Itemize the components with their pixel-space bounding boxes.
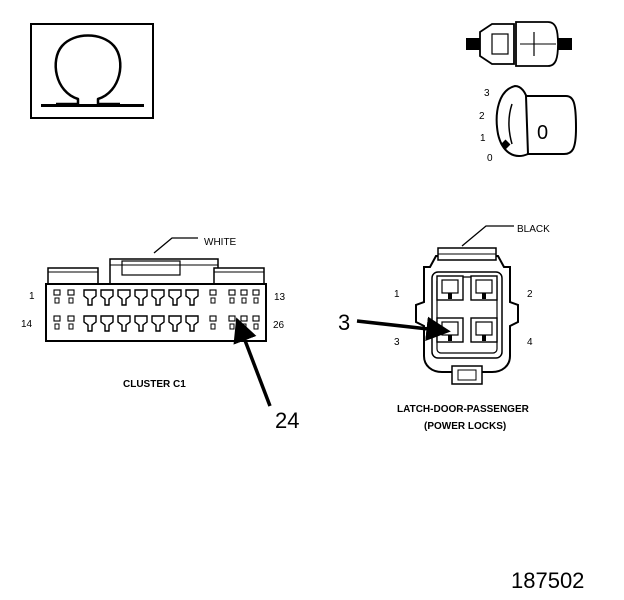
cluster-name: CLUSTER C1 (123, 379, 186, 390)
ignition-pos-3: 3 (484, 88, 490, 99)
figure-number: 187502 (511, 568, 584, 593)
ohm-symbol-text: Ω (0, 0, 1, 1)
latch-callout: 3 (338, 310, 350, 335)
latch-wire-color: BLACK (517, 224, 550, 235)
cluster-pin-14: 14 (21, 319, 33, 330)
ignition-key-label: 0 (537, 122, 548, 144)
latch-pin-4: 4 (527, 337, 533, 348)
cluster-pin-cavity (53, 315, 61, 330)
cluster-pin-cavity (209, 315, 217, 330)
cluster-pin-cavity (117, 289, 131, 306)
ignition-pos-0: 0 (487, 153, 493, 164)
cluster-pin-cavity (53, 289, 61, 304)
cluster-pin-cavity (117, 315, 131, 332)
cluster-pin-cavity (151, 315, 165, 332)
ignition-switch-icon: 3 2 1 0 0 (466, 21, 578, 164)
latch-subtitle: (POWER LOCKS) (424, 421, 506, 432)
latch-name: LATCH-DOOR-PASSENGER (397, 404, 530, 415)
cluster-pin-cavity (151, 289, 165, 306)
cluster-wire-color: WHITE (204, 237, 237, 248)
latch-pin-cavity (470, 317, 498, 343)
latch-door-connector: BLACK 1 2 3 4 3 LATCH-DOOR-PASSENGER (PO… (338, 224, 550, 432)
cluster-pin-1: 1 (29, 291, 35, 302)
ignition-pos-2: 2 (479, 111, 485, 122)
latch-pin-1: 1 (394, 289, 400, 300)
cluster-pin-cavity (100, 289, 114, 306)
cluster-pin-cavity (168, 315, 182, 332)
cluster-pin-cavity (67, 315, 75, 330)
latch-pin-cavity (436, 275, 464, 301)
cluster-pin-cavity (83, 315, 97, 332)
cluster-pin-cavity (252, 289, 260, 304)
cluster-pin-cavity (209, 289, 217, 304)
cluster-pin-cavity (67, 289, 75, 304)
cluster-pin-cavity (168, 289, 182, 306)
latch-pin-cavity (470, 275, 498, 301)
cluster-pin-cavity (240, 289, 248, 304)
ignition-pos-1: 1 (480, 133, 486, 144)
cluster-pin-cavity (185, 289, 199, 306)
cluster-pin-cavity (134, 315, 148, 332)
cluster-pin-cavity (185, 315, 199, 332)
cluster-c1-connector: WHITE 1 13 14 26 CLUSTER C1 24 (21, 237, 299, 433)
ohmmeter-icon: Ω (0, 0, 154, 119)
cluster-pin-cavity (228, 289, 236, 304)
cluster-pin-13: 13 (274, 292, 286, 303)
cluster-pin-cavity (134, 289, 148, 306)
cluster-pin-cavity (100, 315, 114, 332)
cluster-callout: 24 (275, 408, 299, 433)
cluster-pin-cavity (83, 289, 97, 306)
cluster-pin-26: 26 (273, 320, 285, 331)
latch-pin-3: 3 (394, 337, 400, 348)
latch-pin-2: 2 (527, 289, 533, 300)
